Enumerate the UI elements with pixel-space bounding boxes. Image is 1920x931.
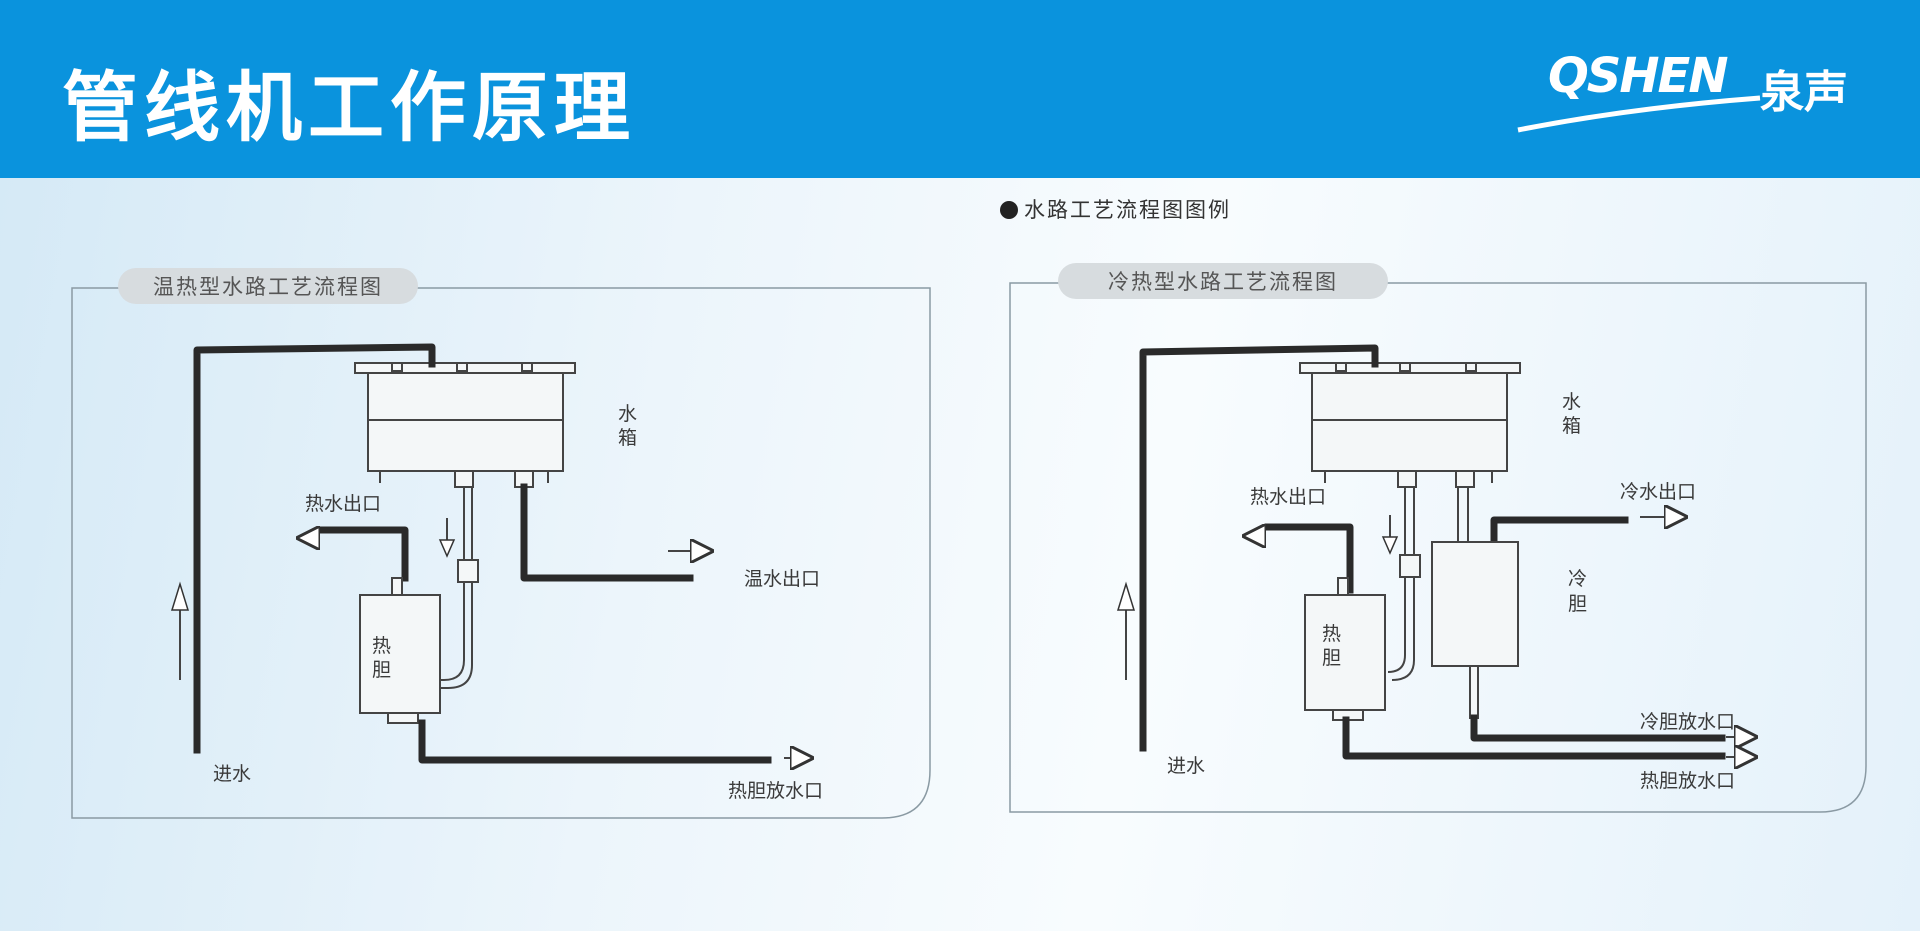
header-bar: 管线机工作原理 QSHEN 泉声 bbox=[0, 0, 1920, 178]
left-inlet-label: 进水 bbox=[213, 763, 251, 785]
right-hot-drain-label: 热胆放水口 bbox=[1640, 770, 1735, 792]
left-diagram-frame bbox=[71, 287, 931, 819]
right-feed-pipe bbox=[1387, 487, 1406, 673]
left-hot-tank-label-2: 胆 bbox=[372, 659, 391, 681]
right-valve bbox=[1399, 554, 1421, 578]
left-inlet-pipe bbox=[193, 343, 436, 754]
left-warm-outlet-label: 温水出口 bbox=[744, 568, 820, 590]
left-hot-tank bbox=[359, 577, 441, 724]
bullet-icon bbox=[1000, 201, 1018, 219]
right-diagram-frame bbox=[1009, 282, 1867, 813]
right-cold-outlet-pipe bbox=[1490, 516, 1629, 546]
right-feed-arrow-icon bbox=[1381, 536, 1399, 555]
logo-text: QSHEN bbox=[1548, 48, 1729, 104]
right-cold-tank-label-1: 冷 bbox=[1568, 568, 1587, 590]
left-water-tank bbox=[354, 362, 576, 488]
right-cold-drain-pipe bbox=[1470, 714, 1726, 742]
right-hot-tank bbox=[1304, 577, 1386, 721]
right-diagram-tag-bg bbox=[1058, 263, 1388, 299]
right-cold-tank bbox=[1431, 541, 1519, 719]
right-cold-tank-label-2: 胆 bbox=[1568, 593, 1587, 615]
left-diagram: 温热型水路工艺流程图 水 箱 进水 热水出口 bbox=[71, 268, 931, 819]
logo-chinese-name: 泉声 bbox=[1760, 67, 1848, 118]
left-hot-outlet-label: 热水出口 bbox=[305, 493, 381, 515]
right-diagram: 冷热型水路工艺流程图 水 箱 进水 热水出口 bbox=[1009, 263, 1867, 813]
right-diagram-tag: 冷热型水路工艺流程图 bbox=[1108, 270, 1338, 294]
right-water-tank-label-1: 水 bbox=[1562, 391, 1581, 413]
right-inlet-label: 进水 bbox=[1167, 755, 1205, 777]
left-diagram-tag-bg bbox=[118, 268, 418, 304]
left-valve bbox=[457, 559, 479, 583]
right-hot-tank-label-2: 胆 bbox=[1322, 647, 1341, 669]
right-cold-outlet-label: 冷水出口 bbox=[1620, 481, 1696, 503]
left-hot-outlet-pipe bbox=[318, 526, 409, 582]
legend-title-text: 水路工艺流程图图例 bbox=[1024, 198, 1231, 222]
left-feed-pipe bbox=[420, 487, 465, 681]
left-water-tank-label-2: 箱 bbox=[618, 427, 637, 449]
left-hot-drain-pipe bbox=[418, 719, 772, 764]
right-water-tank bbox=[1299, 362, 1521, 488]
left-water-tank-label-1: 水 bbox=[618, 403, 637, 425]
page-title: 管线机工作原理 bbox=[62, 63, 636, 152]
right-hot-outlet-label: 热水出口 bbox=[1250, 486, 1326, 508]
left-warm-outlet-pipe bbox=[520, 483, 694, 582]
right-hot-drain-pipe bbox=[1342, 716, 1726, 760]
right-hot-outlet-pipe bbox=[1264, 523, 1354, 594]
left-diagram-tag: 温热型水路工艺流程图 bbox=[153, 275, 383, 299]
left-feed-arrow-icon bbox=[438, 539, 456, 558]
left-hot-drain-label: 热胆放水口 bbox=[728, 780, 823, 802]
right-water-tank-label-2: 箱 bbox=[1562, 415, 1581, 437]
left-hot-tank-label-1: 热 bbox=[372, 635, 391, 657]
legend-title: 水路工艺流程图图例 bbox=[1000, 194, 1231, 224]
right-inlet-pipe bbox=[1139, 344, 1379, 752]
right-hot-tank-label-1: 热 bbox=[1322, 623, 1341, 645]
qshen-logo-icon bbox=[1517, 95, 1761, 133]
right-cold-drain-label: 冷胆放水口 bbox=[1640, 711, 1735, 733]
